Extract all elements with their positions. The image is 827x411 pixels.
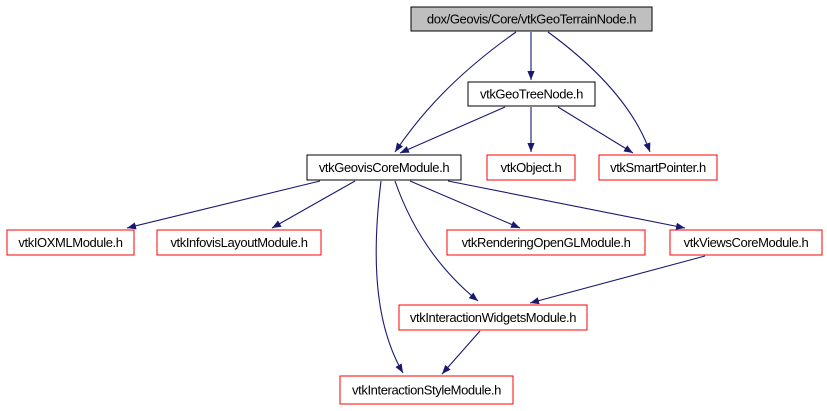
edge-tree-node-to-smart-pointer [557, 106, 634, 154]
node-interaction-style-module[interactable]: vtkInteractionStyleModule.h [339, 375, 514, 405]
node-object-label: vtkObject.h [501, 160, 562, 175]
edge-geovis-to-interaction-style-module [375, 180, 404, 374]
edge-interaction-widgets-to-interaction-style-module [441, 330, 481, 375]
edge-geovis-to-views-core-module [447, 180, 686, 230]
node-ioxml-module[interactable]: vtkIOXMLModule.h [6, 229, 135, 256]
node-object[interactable]: vtkObject.h [486, 154, 576, 181]
node-tree-node-label: vtkGeoTreeNode.h [480, 87, 583, 102]
edge-geovis-to-rendering-opengl-module [409, 180, 521, 229]
node-tree-node[interactable]: vtkGeoTreeNode.h [467, 81, 596, 107]
edge-geovis-to-interaction-widgets-module [394, 180, 479, 302]
node-interaction-widgets-module-label: vtkInteractionWidgetsModule.h [410, 310, 576, 325]
edge-geovis-to-infovis-layout-module [271, 180, 356, 229]
node-infovis-layout-module[interactable]: vtkInfovisLayoutModule.h [156, 229, 322, 256]
node-smart-pointer-label: vtkSmartPointer.h [610, 160, 706, 175]
edge-tree-node-to-geovis-core-module [399, 106, 506, 154]
node-views-core-module[interactable]: vtkViewsCoreModule.h [669, 229, 823, 256]
edge-views-core-to-interaction-widgets-module [529, 255, 706, 305]
node-views-core-module-label: vtkViewsCoreModule.h [684, 235, 809, 250]
node-rendering-opengl-module-label: vtkRenderingOpenGLModule.h [462, 235, 631, 250]
node-interaction-widgets-module[interactable]: vtkInteractionWidgetsModule.h [398, 304, 588, 331]
edge-root-to-smart-pointer [547, 31, 651, 153]
edge-geovis-to-ioxml-module [126, 180, 321, 230]
node-geovis-core-module[interactable]: vtkGeovisCoreModule.h [306, 154, 462, 181]
node-interaction-style-module-label: vtkInteractionStyleModule.h [352, 383, 501, 398]
node-root-label: dox/Geovis/Core/vtkGeoTerrainNode.h [427, 12, 636, 27]
node-smart-pointer[interactable]: vtkSmartPointer.h [598, 154, 718, 181]
node-root[interactable]: dox/Geovis/Core/vtkGeoTerrainNode.h [410, 6, 653, 32]
node-ioxml-module-label: vtkIOXMLModule.h [18, 235, 122, 250]
node-infovis-layout-module-label: vtkInfovisLayoutModule.h [170, 235, 307, 250]
edge-root-to-geovis-core-module [394, 31, 517, 153]
node-rendering-opengl-module[interactable]: vtkRenderingOpenGLModule.h [446, 229, 646, 256]
node-geovis-core-module-label: vtkGeovisCoreModule.h [319, 160, 449, 175]
